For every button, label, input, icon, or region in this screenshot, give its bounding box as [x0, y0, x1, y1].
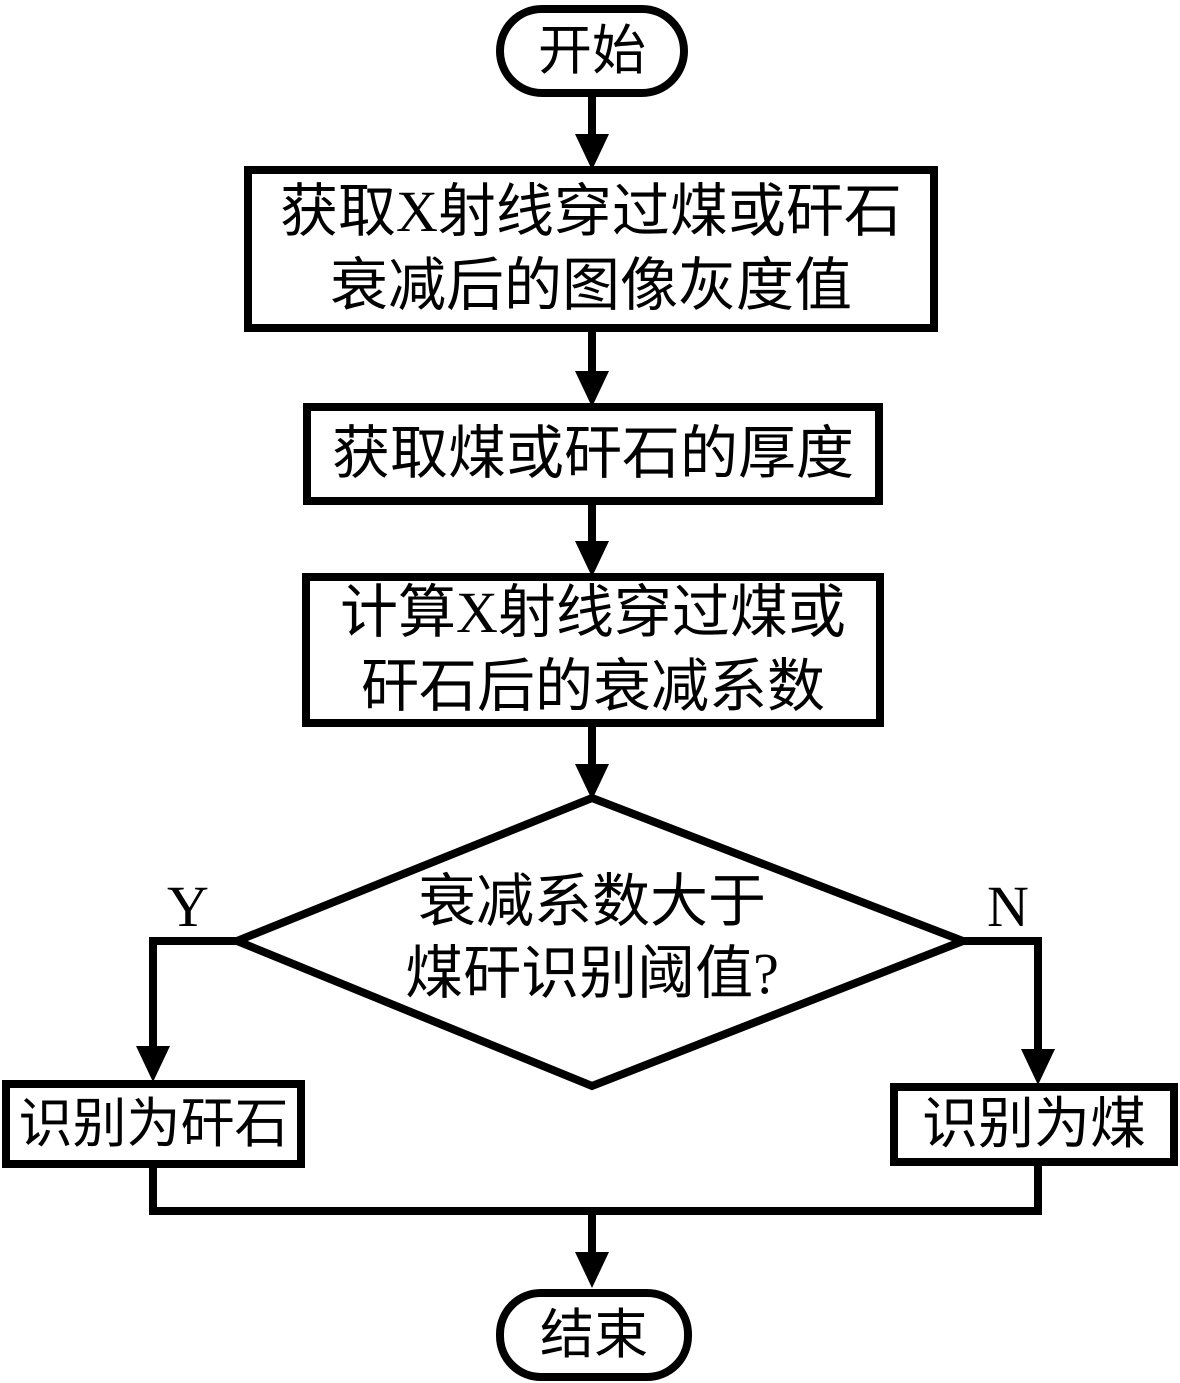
classify-gangue-node: 识别为矸石	[2, 1080, 305, 1168]
acquire-gray-line2: 衰减后的图像灰度值	[329, 253, 852, 318]
arrowhead-to-compute	[575, 541, 609, 577]
acquire-gray-node: 获取X射线穿过煤或矸石 衰减后的图像灰度值	[244, 166, 938, 332]
acquire-thickness-label: 获取煤或矸石的厚度	[331, 421, 854, 486]
edge-decision-yes	[149, 937, 237, 1050]
decision-diamond-shape	[226, 793, 975, 1091]
arrowhead-to-thickness	[575, 371, 609, 407]
acquire-gray-line1: 获取X射线穿过煤或矸石	[280, 179, 902, 244]
end-node: 结束	[496, 1289, 692, 1381]
classify-gangue-label: 识别为矸石	[18, 1094, 289, 1154]
arrowhead-to-end	[575, 1252, 609, 1288]
edge-decision-no	[963, 937, 1042, 1051]
decision-line2: 煤矸识别阈值?	[405, 941, 779, 1006]
acquire-thickness-node: 获取煤或矸石的厚度	[303, 403, 883, 505]
decision-line1: 衰减系数大于	[417, 869, 766, 934]
arrowhead-to-acquire-gray	[575, 134, 609, 170]
start-label: 开始	[538, 21, 646, 81]
branch-yes-label: Y	[167, 873, 209, 939]
arrowhead-to-decision	[575, 764, 609, 800]
compute-attenuation-line2: 矸石后的衰减系数	[360, 654, 825, 719]
classify-coal-node: 识别为煤	[890, 1083, 1178, 1166]
arrowhead-to-coal	[1021, 1049, 1055, 1085]
start-node: 开始	[496, 5, 688, 97]
decision-node-label: 衰减系数大于 煤矸识别阈值?	[330, 868, 854, 1008]
branch-no-label: N	[987, 873, 1029, 939]
compute-attenuation-node: 计算X射线穿过煤或 矸石后的衰减系数	[302, 573, 884, 727]
compute-attenuation-line1: 计算X射线穿过煤或	[340, 580, 846, 645]
end-label: 结束	[540, 1305, 648, 1365]
classify-coal-label: 识别为煤	[922, 1093, 1146, 1156]
arrowhead-to-gangue	[136, 1046, 170, 1082]
